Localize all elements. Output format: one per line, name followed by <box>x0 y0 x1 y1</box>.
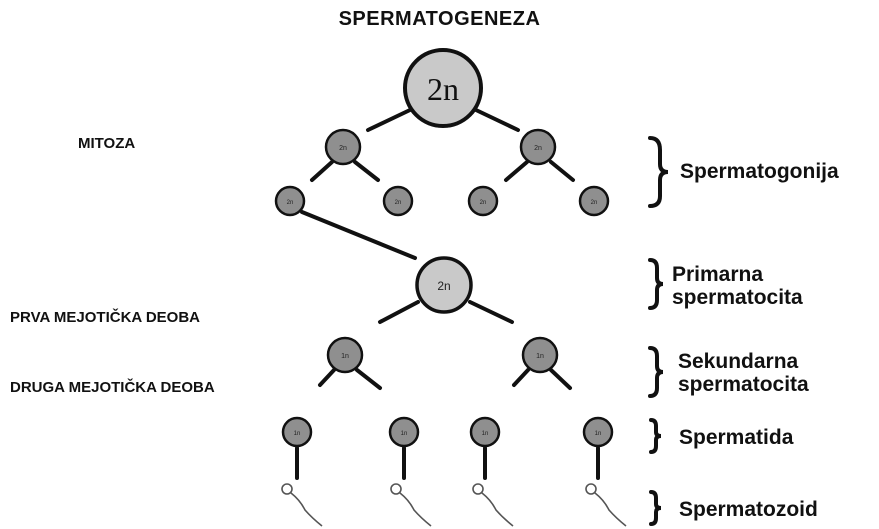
spermatid-label: 1n <box>401 431 408 437</box>
first-meiotic-division-label: PRVA MEJOTIČKA DEOBA <box>10 309 201 326</box>
stage-braces <box>648 136 669 526</box>
mitosis-cell-label: 2n <box>534 145 542 152</box>
spermatid-label: 1n <box>294 431 301 437</box>
stem-cell-label: 2n <box>427 71 459 107</box>
lineage-lines <box>295 108 600 480</box>
primary-spermatocyte-stage-label: Primarna spermatocita <box>672 263 803 309</box>
spermatozoon-cell <box>390 483 432 527</box>
secondary-spermatocyte-stage-label: Sekundarna spermatocita <box>678 350 809 396</box>
spermatid-cell: 1n <box>388 416 420 448</box>
stem-cell: 2n <box>403 48 483 128</box>
secondary-spermatocyte-cell: 1n <box>326 336 364 374</box>
spermatid-label: 1n <box>482 431 489 437</box>
mitosis-cell-right: 2n <box>519 128 557 166</box>
primary-spermatocyte-line1: Primarna <box>672 263 764 286</box>
spermatogonium-cell: 2n <box>382 185 414 217</box>
primary-spermatocyte-label: 2n <box>437 279 450 293</box>
secondary-spermatocyte-label: 1n <box>536 353 544 360</box>
spermatogonium-cell: 2n <box>467 185 499 217</box>
secondary-spermatocyte-label: 1n <box>341 353 349 360</box>
spermatogonium-label: 2n <box>395 200 402 206</box>
spermatogonium-label: 2n <box>480 200 487 206</box>
primary-spermatocyte-brace <box>648 258 664 310</box>
spermatogonium-label: 2n <box>287 200 294 206</box>
secondary-spermatocyte-cell: 1n <box>521 336 559 374</box>
mitosis-cell-left: 2n <box>324 128 362 166</box>
spermatogonium-cell: 2n <box>578 185 610 217</box>
spermatid-brace <box>649 418 662 454</box>
diagram-title: SPERMATOGENEZA <box>338 8 541 30</box>
spermatogonia-label: Spermatogonija <box>680 160 839 183</box>
spermatid-cell: 1n <box>469 416 501 448</box>
spermatogonium-cell: 2n <box>274 185 306 217</box>
spermatozoon-stage-label: Spermatozoid <box>679 498 818 521</box>
spermatozoon-brace <box>649 490 662 526</box>
spermatozoon-cell <box>585 483 627 527</box>
mitosis-label: MITOZA <box>78 135 136 152</box>
mitosis-cell-label: 2n <box>339 145 347 152</box>
spermatid-label: 1n <box>595 431 602 437</box>
primary-spermatocyte-line2: spermatocita <box>672 286 803 309</box>
secondary-spermatocyte-line1: Sekundarna <box>678 350 799 373</box>
primary-spermatocyte-cell: 2n <box>415 256 473 314</box>
second-meiotic-division-label: DRUGA MEJOTIČKA DEOBA <box>10 379 215 396</box>
spermatogonium-label: 2n <box>591 200 598 206</box>
spermatozoon-cell <box>472 483 514 527</box>
spermatozoa <box>281 483 627 527</box>
spermatogonia-brace <box>648 136 669 208</box>
spermatozoon-cell <box>281 483 323 527</box>
spermatid-stage-label: Spermatida <box>679 426 794 449</box>
spermatid-cell: 1n <box>281 416 313 448</box>
spermatid-cell: 1n <box>582 416 614 448</box>
secondary-spermatocyte-brace <box>648 346 664 398</box>
secondary-spermatocyte-line2: spermatocita <box>678 373 809 396</box>
